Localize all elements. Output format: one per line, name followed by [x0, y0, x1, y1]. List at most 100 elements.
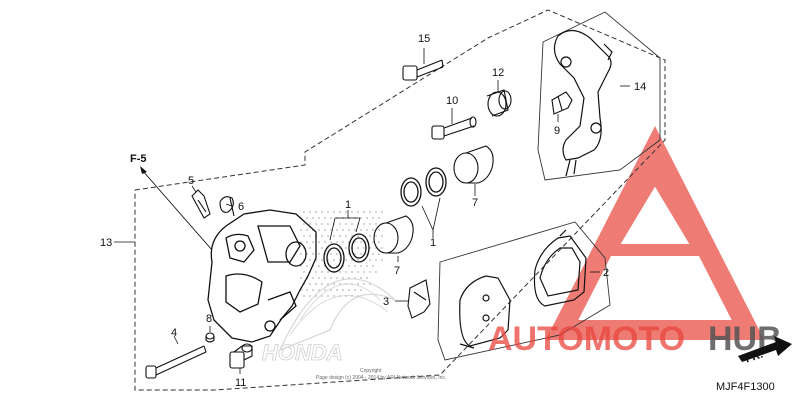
honda-logo-text: HONDA: [262, 340, 343, 365]
callout-13: 13: [100, 237, 112, 249]
halftone-dot: [311, 240, 315, 244]
callout-12: 12: [492, 67, 504, 79]
halftone-dot: [314, 222, 318, 226]
halftone-dot: [356, 246, 360, 250]
halftone-dot: [359, 288, 363, 292]
halftone-dot: [368, 258, 372, 262]
halftone-dot: [305, 288, 309, 292]
halftone-dot: [299, 252, 303, 256]
callout-14: 14: [634, 81, 646, 93]
halftone-dot: [365, 276, 369, 280]
pad-retainer: [551, 91, 573, 115]
halftone-dot: [374, 210, 378, 214]
halftone-dot: [308, 258, 312, 262]
halftone-dot: [329, 228, 333, 232]
halftone-dot: [359, 228, 363, 232]
halftone-dot: [317, 288, 321, 292]
caliper-pin-bolt: [431, 116, 477, 140]
halftone-dot: [320, 222, 324, 226]
halftone-dot: [320, 282, 324, 286]
watermark-logo: [545, 126, 765, 340]
halftone-dot: [314, 282, 318, 286]
halftone-dot: [338, 294, 342, 298]
halftone-dot: [320, 234, 324, 238]
honda-logo: HONDA: [262, 278, 396, 365]
halftone-dot: [332, 282, 336, 286]
halftone-dot: [317, 252, 321, 256]
halftone-dot: [320, 246, 324, 250]
halftone-dot: [299, 228, 303, 232]
halftone-dot: [356, 258, 360, 262]
callout-leaders: [114, 48, 630, 374]
halftone-dot: [362, 282, 366, 286]
halftone-dot: [377, 216, 381, 220]
halftone-dot: [338, 234, 342, 238]
halftone-dot: [356, 294, 360, 298]
halftone-dot: [320, 294, 324, 298]
halftone-dot: [299, 276, 303, 280]
halftone-dot: [332, 234, 336, 238]
halftone-dot: [335, 276, 339, 280]
halftone-dot: [338, 210, 342, 214]
halftone-dot: [311, 252, 315, 256]
halftone-dot: [314, 294, 318, 298]
callout-7-lower: 7: [394, 265, 400, 277]
halftone-dot: [380, 234, 384, 238]
halftone-dot: [368, 234, 372, 238]
brake-pad-inner: [459, 275, 511, 349]
halftone-dot: [302, 234, 306, 238]
bracket-bolt: [402, 59, 444, 81]
callout-numbers: 15 12 10 9 14 7 1 1 7 3 2 13 5 6 4 8 11: [100, 33, 646, 389]
halftone-dot: [365, 216, 369, 220]
halftone-dot: [308, 282, 312, 286]
halftone-dot: [332, 294, 336, 298]
halftone-dot: [353, 228, 357, 232]
front-arrow: FR.: [738, 336, 792, 366]
watermark-text: AUTOMOTO HUB: [488, 320, 782, 358]
halftone-dot: [350, 270, 354, 274]
drawing-code: MJF4F1300: [716, 381, 775, 393]
pad-pin: [145, 345, 207, 379]
halftone-dot: [347, 264, 351, 268]
halftone-dot: [353, 276, 357, 280]
halftone-dot: [329, 252, 333, 256]
callout-11: 11: [235, 377, 246, 389]
halftone-dot: [311, 288, 315, 292]
halftone-dot: [329, 216, 333, 220]
halftone-dot: [374, 258, 378, 262]
halftone-dot: [317, 216, 321, 220]
halftone-dot: [368, 222, 372, 226]
halftone-dot: [329, 240, 333, 244]
bleeder-screw: [191, 189, 211, 219]
halftone-dot: [338, 222, 342, 226]
halftone-dot: [350, 210, 354, 214]
halftone-dot: [344, 258, 348, 262]
callout-1-lower: 1: [345, 199, 351, 211]
halftone-dot: [326, 270, 330, 274]
halftone-dot: [335, 228, 339, 232]
brake-pad-outer: [533, 229, 587, 307]
halftone-dot: [362, 246, 366, 250]
halftone-dot: [353, 288, 357, 292]
halftone-dot: [317, 276, 321, 280]
halftone-dot: [377, 228, 381, 232]
halftone-dot: [341, 240, 345, 244]
halftone-dot: [365, 228, 369, 232]
halftone-dot: [344, 270, 348, 274]
halftone-dot: [347, 228, 351, 232]
halftone-dot: [305, 240, 309, 244]
halftone-dot: [362, 270, 366, 274]
pin-bolt-lower: [229, 343, 253, 369]
halftone-dot: [323, 228, 327, 232]
halftone-dot: [329, 276, 333, 280]
callout-1-upper: 1: [430, 237, 436, 249]
halftone-dot: [371, 252, 375, 256]
halftone-dot: [326, 222, 330, 226]
halftone-dot: [371, 240, 375, 244]
caliper-body: [207, 209, 317, 343]
callout-15: 15: [418, 33, 430, 45]
halftone-dot: [302, 294, 306, 298]
front-arrow-label: FR.: [744, 349, 765, 366]
callout-7-upper: 7: [472, 197, 478, 209]
